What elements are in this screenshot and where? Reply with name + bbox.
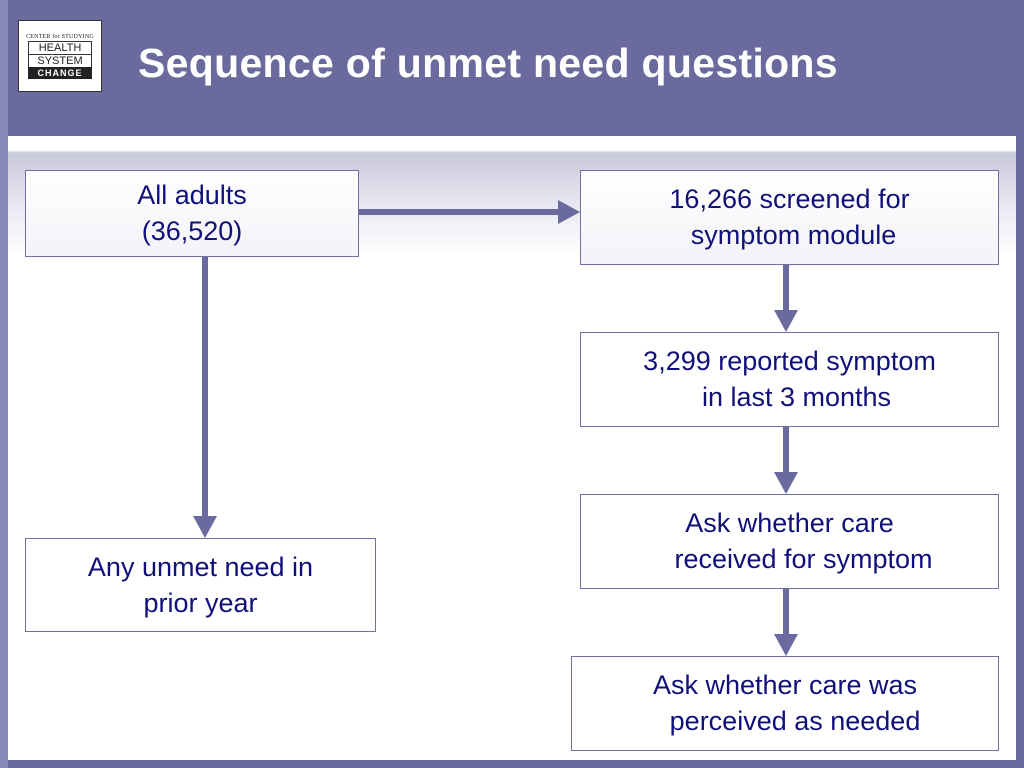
- box-ask-perceived-line2: perceived as needed: [669, 706, 921, 736]
- box-all-adults-line2: (36,520): [141, 216, 243, 246]
- arrowhead-reported-to-received: [774, 472, 798, 494]
- slide-header: [0, 0, 1024, 130]
- box-screened-line2: symptom module: [690, 220, 897, 250]
- box-reported: 3,299 reported symptom in last 3 months: [580, 332, 999, 427]
- arrowhead-screened-to-reported: [774, 310, 798, 332]
- arrowhead-received-to-perceived: [774, 634, 798, 656]
- box-reported-line2: in last 3 months: [701, 382, 892, 412]
- hsc-logo: CENTER for STUDYING HEALTH SYSTEM CHANGE: [18, 20, 102, 92]
- arrowhead-adults-to-screened: [558, 200, 580, 224]
- box-unmet-need-line2: prior year: [143, 588, 258, 618]
- box-ask-perceived-line1: Ask whether care was: [652, 670, 918, 700]
- box-unmet-need: Any unmet need in prior year: [25, 538, 376, 632]
- box-all-adults: All adults (36,520): [25, 170, 359, 257]
- box-reported-line1: 3,299 reported symptom: [643, 346, 936, 376]
- box-screened: 16,266 screened for symptom module: [580, 170, 999, 265]
- slide-left-edge: [0, 0, 8, 768]
- box-ask-received: Ask whether care received for symptom: [580, 494, 999, 589]
- box-unmet-need-line1: Any unmet need in: [87, 552, 314, 582]
- box-ask-received-line2: received for symptom: [674, 544, 933, 574]
- box-ask-perceived: Ask whether care was perceived as needed: [571, 656, 999, 751]
- logo-line-4: CHANGE: [28, 66, 92, 79]
- box-screened-line1: 16,266 screened for: [669, 184, 910, 214]
- slide-title: Sequence of unmet need questions: [138, 40, 838, 86]
- logo-line-1: CENTER for STUDYING: [26, 33, 94, 40]
- box-ask-received-line1: Ask whether care: [685, 508, 894, 538]
- box-all-adults-line1: All adults: [137, 180, 247, 210]
- arrowhead-adults-to-unmet: [193, 516, 217, 538]
